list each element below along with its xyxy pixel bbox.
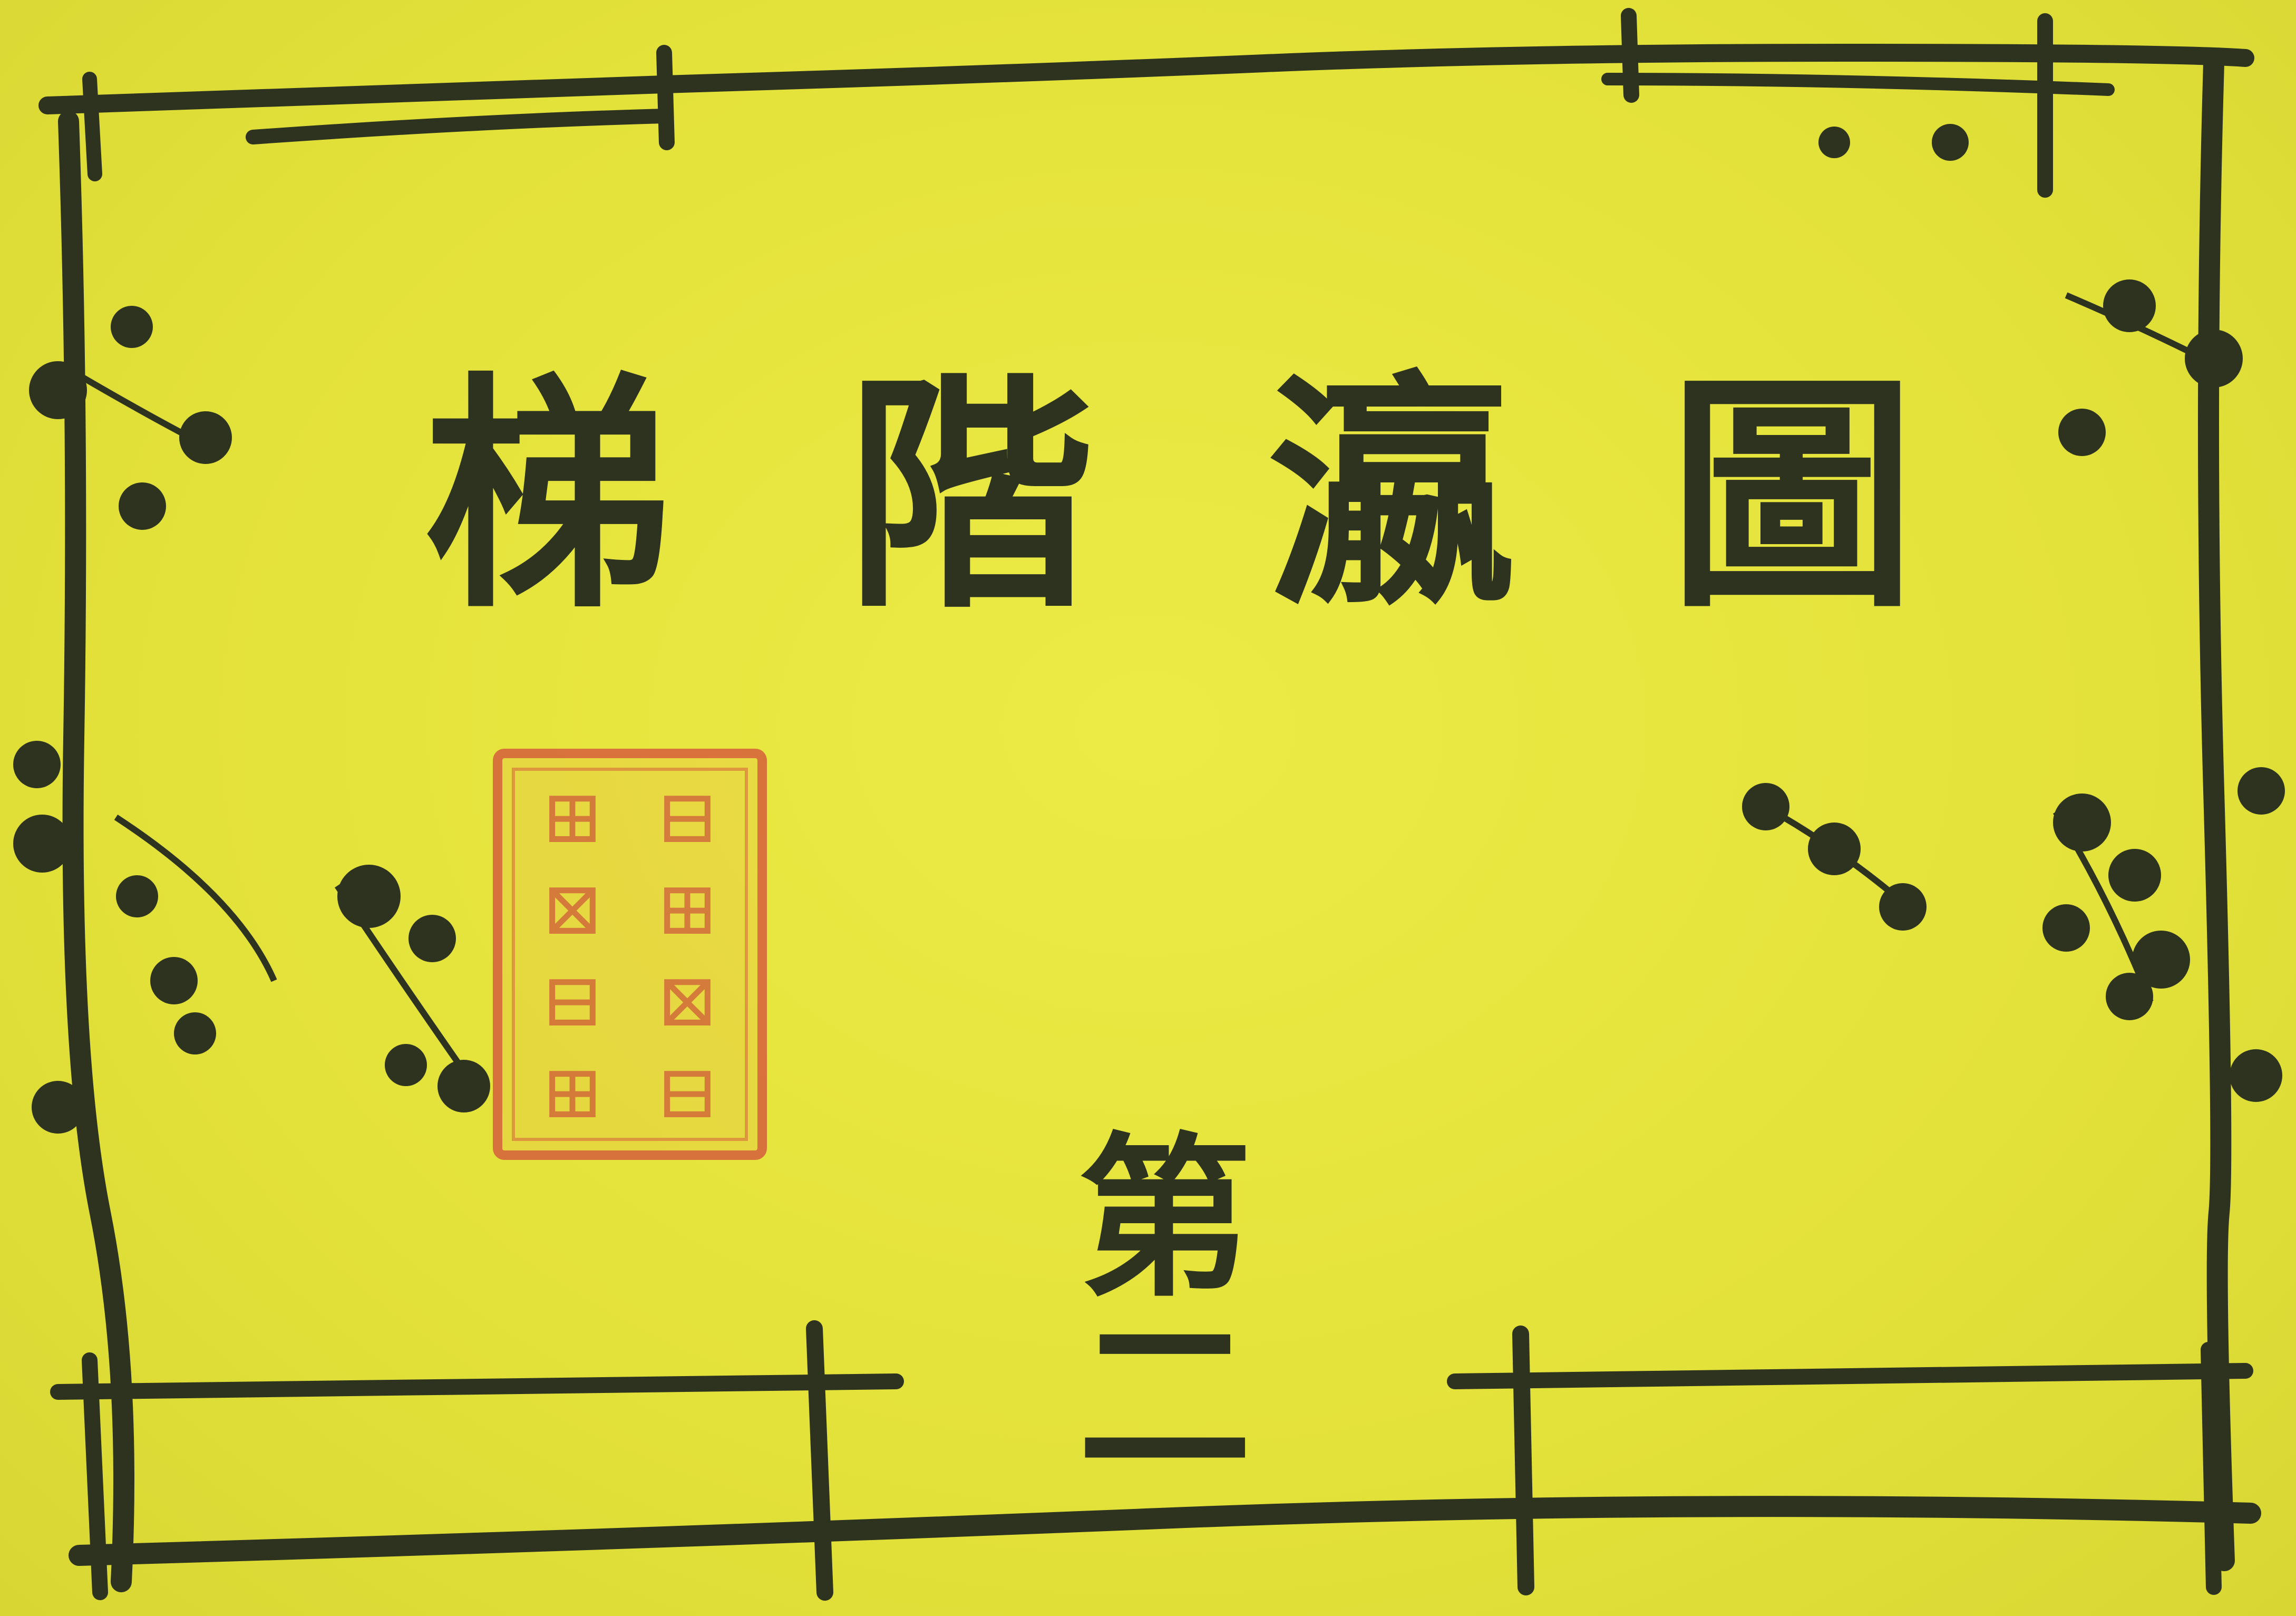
volume-char-1: 第: [1078, 1116, 1252, 1320]
seal-mark-icon: ⊟: [656, 773, 718, 860]
seal-pattern: ⊞ ⊟ ⊠ ⊞ ⊟ ⊠ ⊞ ⊟: [512, 768, 748, 1141]
red-seal-stamp-icon: ⊞ ⊟ ⊠ ⊞ ⊟ ⊠ ⊞ ⊟: [493, 749, 767, 1160]
seal-mark-icon: ⊞: [541, 773, 604, 860]
seal-mark-icon: ⊠: [656, 957, 718, 1043]
title-char-1: 梯: [424, 350, 672, 641]
title-char-3: 瀛: [1268, 350, 1515, 641]
seal-mark-icon: ⊞: [656, 865, 718, 952]
title-char-2: 階: [846, 350, 1094, 641]
seal-mark-icon: ⊟: [541, 957, 604, 1043]
seal-mark-icon: ⊠: [541, 865, 604, 952]
title-char-4: 圖: [1668, 350, 1916, 641]
volume-char-2: 二: [1078, 1295, 1252, 1499]
seal-mark-icon: ⊞: [541, 1049, 604, 1135]
seal-mark-icon: ⊟: [656, 1049, 718, 1135]
